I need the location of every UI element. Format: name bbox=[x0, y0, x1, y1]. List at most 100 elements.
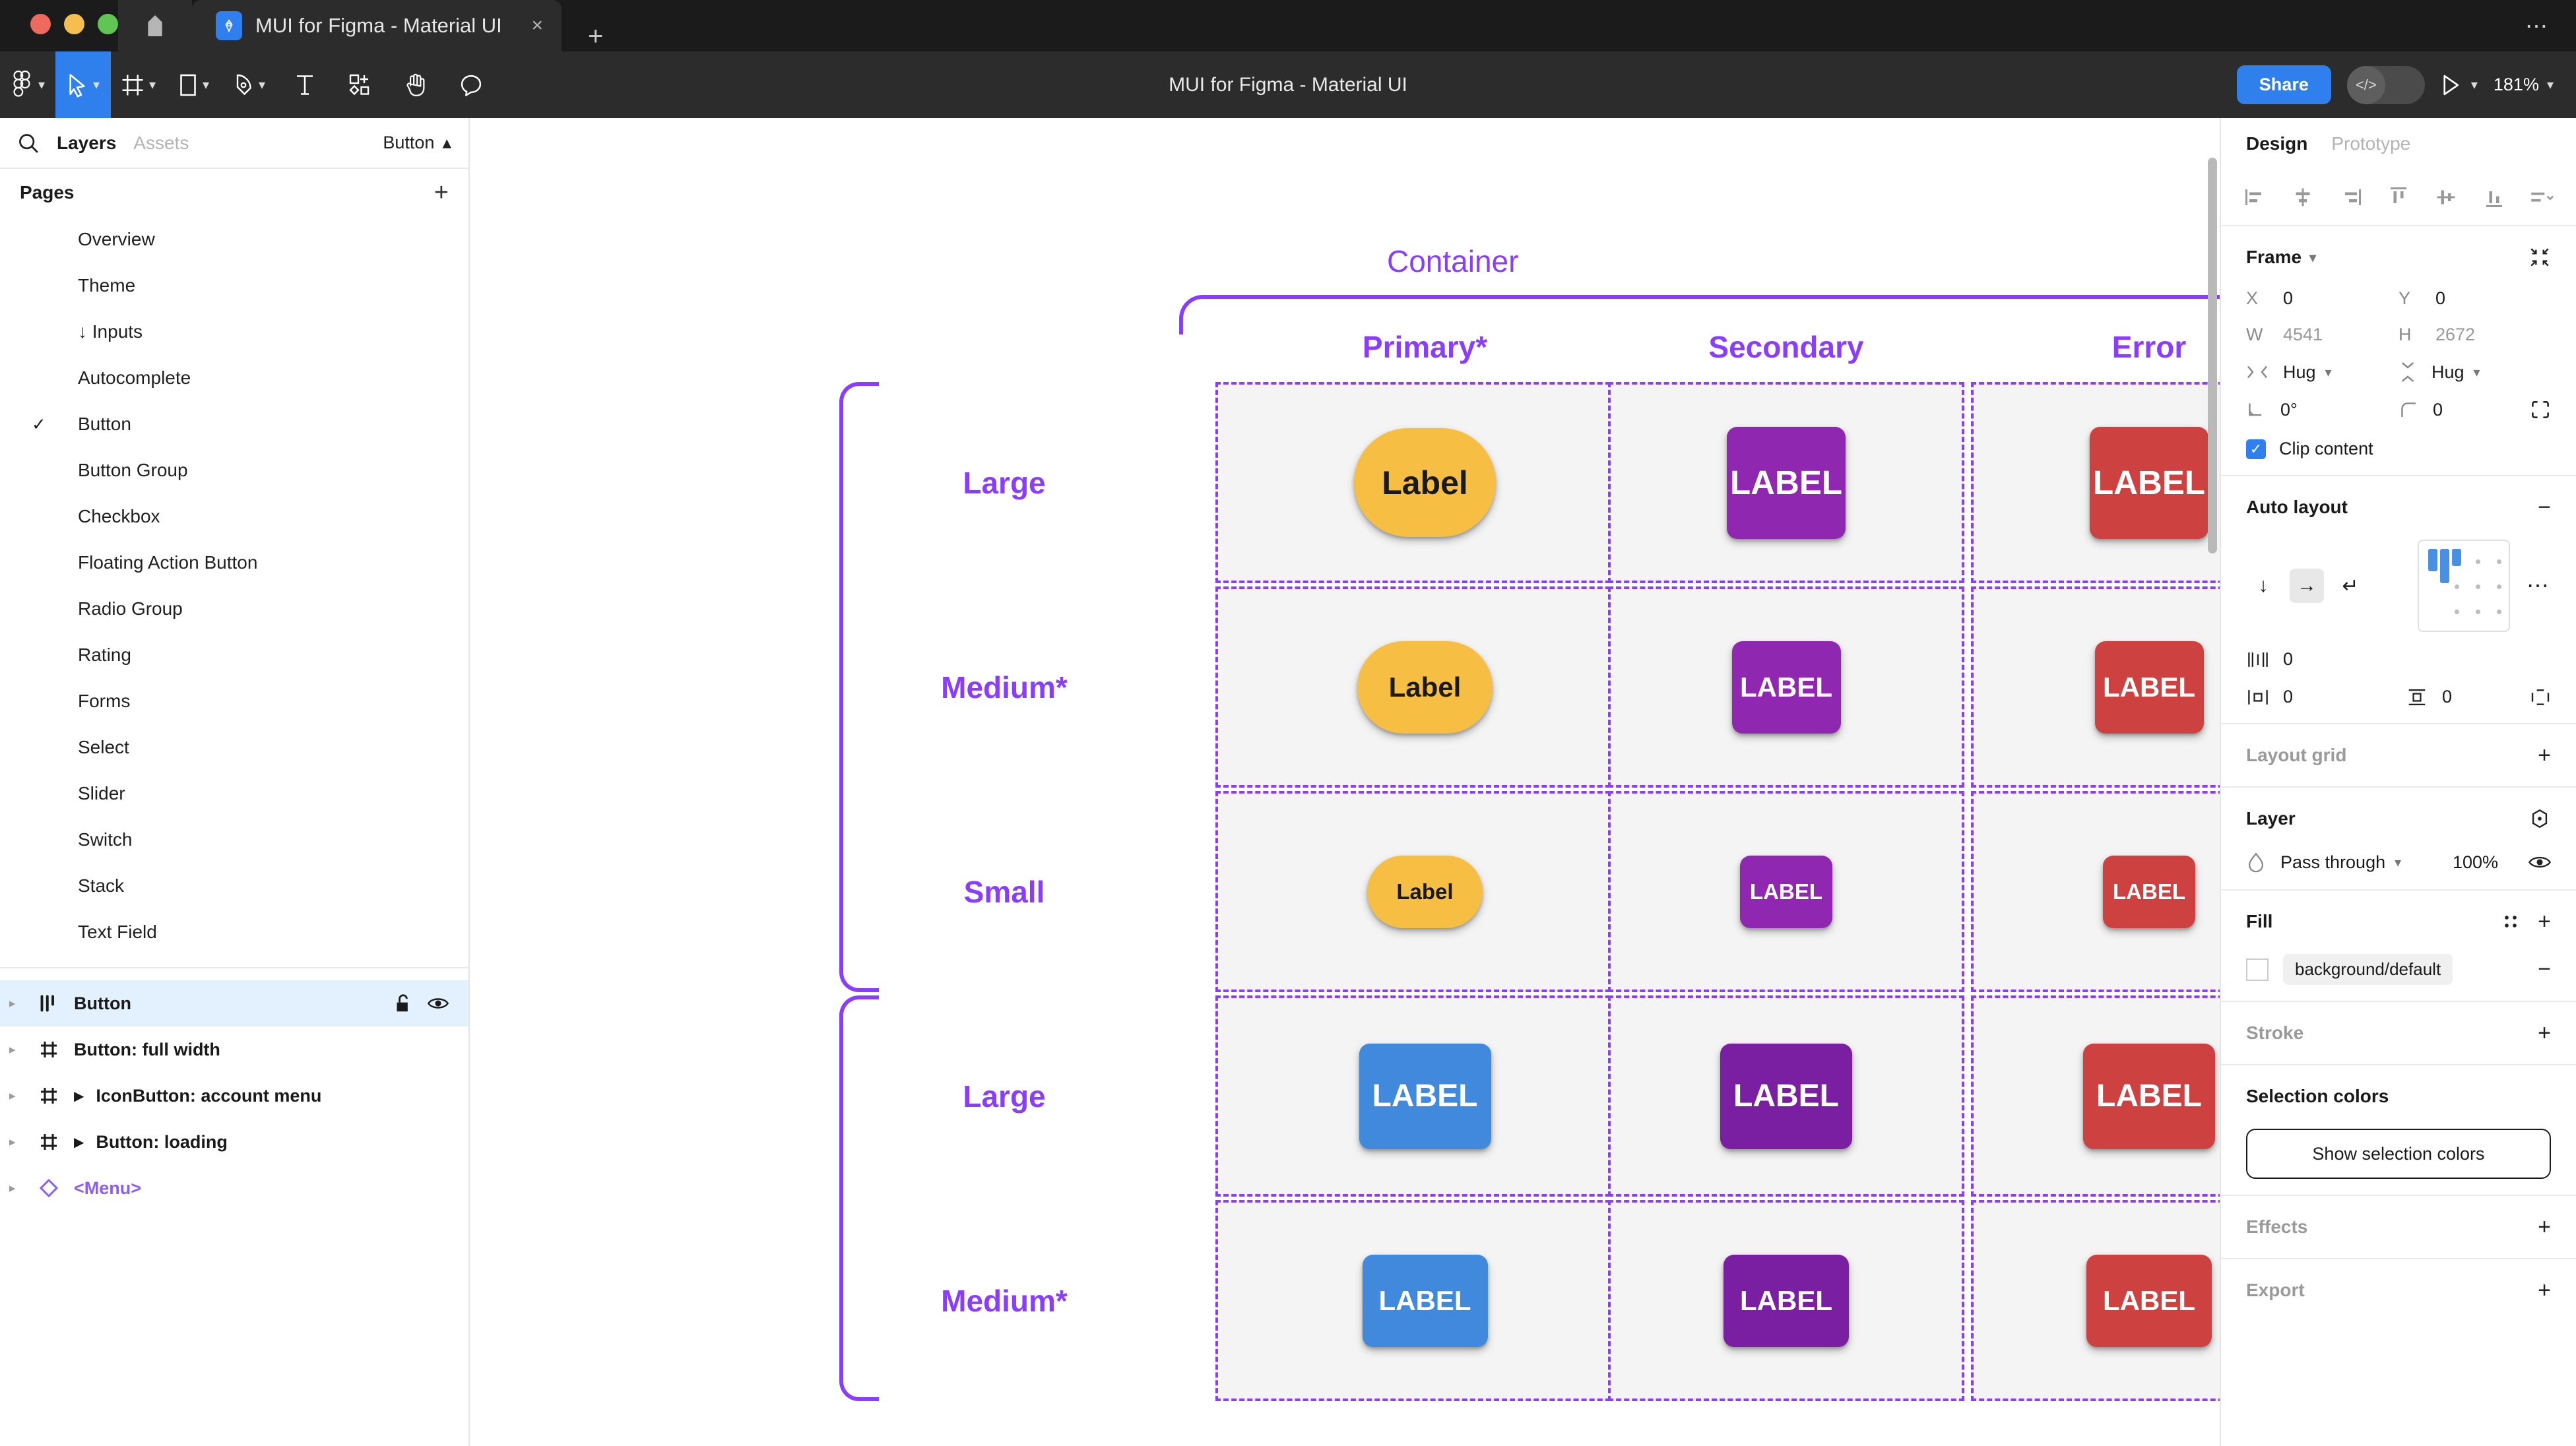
container-frame-label[interactable]: Container bbox=[1387, 244, 1519, 278]
share-button[interactable]: Share bbox=[2236, 65, 2331, 104]
page-item[interactable]: Floating Action Button bbox=[0, 540, 468, 586]
page-item[interactable]: ↓ Inputs bbox=[0, 309, 468, 355]
vertical-resizing-field[interactable]: Hug ▾ bbox=[2399, 361, 2551, 383]
fill-style-name[interactable]: background/default bbox=[2283, 954, 2453, 985]
page-item[interactable]: Checkbox bbox=[0, 493, 468, 540]
chevron-down-icon[interactable]: ▾ bbox=[2309, 250, 2317, 265]
grid-cell[interactable]: LABEL bbox=[1608, 791, 1964, 992]
move-tool-button[interactable]: ▾ bbox=[55, 51, 111, 118]
mui-button[interactable]: LABEL bbox=[2094, 641, 2204, 734]
horizontal-resizing-field[interactable]: Hug ▾ bbox=[2246, 362, 2399, 383]
width-field[interactable]: W 4541 bbox=[2246, 325, 2399, 345]
search-icon[interactable] bbox=[17, 132, 40, 154]
mui-button[interactable]: LABEL bbox=[1723, 1254, 1849, 1347]
mui-button[interactable]: LABEL bbox=[1727, 426, 1846, 539]
tab-assets[interactable]: Assets bbox=[133, 132, 189, 153]
comment-tool-button[interactable] bbox=[443, 51, 499, 118]
layer-row[interactable]: ▸▶IconButton: account menu bbox=[0, 1073, 468, 1119]
canvas-scrollbar[interactable] bbox=[2208, 158, 2217, 553]
page-item[interactable]: Rating bbox=[0, 632, 468, 678]
mui-button[interactable]: LABEL bbox=[1362, 1254, 1488, 1347]
add-page-button[interactable]: + bbox=[434, 178, 449, 206]
text-tool-button[interactable] bbox=[277, 51, 333, 118]
close-tab-button[interactable]: × bbox=[531, 15, 543, 36]
rotation-field[interactable]: 0° bbox=[2246, 400, 2399, 420]
figma-menu-button[interactable]: ▾ bbox=[0, 51, 55, 118]
x-field[interactable]: X 0 bbox=[2246, 288, 2399, 309]
grid-cell[interactable]: LABEL bbox=[1608, 382, 1964, 583]
home-button[interactable] bbox=[118, 0, 192, 51]
fill-color-swatch[interactable] bbox=[2246, 958, 2269, 981]
new-tab-button[interactable]: + bbox=[588, 22, 604, 51]
direction-wrap-icon[interactable]: ↵ bbox=[2342, 575, 2359, 597]
align-horizontal-center-icon[interactable] bbox=[2286, 180, 2320, 214]
page-item[interactable]: ✓Button bbox=[0, 401, 468, 447]
resources-button[interactable] bbox=[333, 51, 388, 118]
remove-auto-layout-button[interactable]: − bbox=[2538, 494, 2551, 520]
align-top-icon[interactable] bbox=[2381, 180, 2416, 214]
layer-row[interactable]: ▸▶Button: loading bbox=[0, 1119, 468, 1165]
page-selector[interactable]: Button ▴ bbox=[383, 133, 451, 153]
direction-horizontal-icon[interactable]: → bbox=[2290, 569, 2324, 603]
clip-content-checkbox[interactable]: ✓ bbox=[2246, 439, 2266, 459]
minimize-window-button[interactable] bbox=[64, 14, 84, 34]
page-item[interactable]: Slider bbox=[0, 770, 468, 817]
close-window-button[interactable] bbox=[30, 14, 51, 34]
auto-layout-more-options-icon[interactable]: ⋯ bbox=[2527, 573, 2551, 598]
mui-button[interactable]: LABEL bbox=[1740, 855, 1832, 928]
add-fill-button[interactable]: + bbox=[2538, 908, 2551, 934]
clip-content-row[interactable]: ✓ Clip content bbox=[2246, 439, 2551, 459]
tab-layers[interactable]: Layers bbox=[57, 132, 117, 153]
layer-row[interactable]: ▸Button: full width bbox=[0, 1026, 468, 1073]
add-export-button[interactable]: + bbox=[2538, 1277, 2551, 1303]
show-selection-colors-button[interactable]: Show selection colors bbox=[2246, 1129, 2551, 1179]
design-canvas[interactable]: Container Primary*SecondaryErrorWarningL… bbox=[470, 118, 2220, 1446]
expand-layer-icon[interactable]: ▸ bbox=[9, 1088, 16, 1103]
mui-button[interactable]: LABEL bbox=[2083, 1043, 2215, 1149]
grid-cell[interactable]: LABEL bbox=[1971, 1200, 2220, 1401]
page-item[interactable]: Button Group bbox=[0, 447, 468, 493]
mui-button[interactable]: LABEL bbox=[2090, 426, 2208, 539]
horizontal-padding-field[interactable]: 0 bbox=[2246, 687, 2392, 707]
page-item[interactable]: Text Field bbox=[0, 909, 468, 955]
add-layout-grid-button[interactable]: + bbox=[2538, 742, 2551, 768]
expand-layer-icon[interactable]: ▸ bbox=[9, 1181, 16, 1195]
grid-cell[interactable]: LABEL bbox=[1971, 586, 2220, 788]
page-item[interactable]: Switch bbox=[0, 817, 468, 863]
grid-cell[interactable]: LABEL bbox=[1608, 995, 1964, 1197]
mui-button[interactable]: Label bbox=[1367, 855, 1483, 928]
vertical-padding-field[interactable]: 0 bbox=[2405, 687, 2551, 707]
grid-cell[interactable]: LABEL bbox=[1971, 995, 2220, 1197]
grid-cell[interactable]: Label bbox=[1215, 586, 1634, 788]
direction-vertical-icon[interactable]: ↓ bbox=[2258, 575, 2269, 596]
page-item[interactable]: Overview bbox=[0, 216, 468, 263]
eye-icon[interactable] bbox=[428, 995, 449, 1011]
expand-layer-icon[interactable]: ▸ bbox=[9, 1135, 16, 1149]
grid-cell[interactable]: LABEL bbox=[1215, 995, 1634, 1197]
independent-corners-button[interactable] bbox=[2530, 399, 2551, 420]
layer-row[interactable]: ▸<Menu> bbox=[0, 1165, 468, 1211]
grid-cell[interactable]: LABEL bbox=[1215, 1200, 1634, 1401]
grid-cell[interactable]: LABEL bbox=[1608, 586, 1964, 788]
remove-fill-button[interactable]: − bbox=[2538, 957, 2551, 982]
blend-mode-row[interactable]: Pass through ▾ 100% bbox=[2246, 851, 2551, 873]
resize-to-fit-button[interactable] bbox=[2528, 246, 2551, 268]
page-item[interactable]: Theme bbox=[0, 263, 468, 309]
grid-cell[interactable]: LABEL bbox=[1608, 1200, 1964, 1401]
page-item[interactable]: Forms bbox=[0, 678, 468, 724]
tab-design[interactable]: Design bbox=[2246, 133, 2308, 154]
pen-tool-button[interactable]: ▾ bbox=[222, 51, 277, 118]
align-bottom-icon[interactable] bbox=[2477, 180, 2511, 214]
hand-tool-button[interactable] bbox=[388, 51, 443, 118]
grid-cell[interactable]: Label bbox=[1215, 382, 1634, 583]
page-item[interactable]: Select bbox=[0, 724, 468, 770]
grid-cell[interactable]: LABEL bbox=[1971, 791, 2220, 992]
browser-tab[interactable]: MUI for Figma - Material UI × bbox=[192, 0, 562, 51]
opacity-value[interactable]: 100% bbox=[2452, 852, 2498, 872]
page-item[interactable]: Autocomplete bbox=[0, 355, 468, 401]
zoom-level-control[interactable]: 181% ▾ bbox=[2494, 75, 2554, 95]
mui-button[interactable]: Label bbox=[1357, 641, 1493, 734]
individual-padding-button[interactable] bbox=[2530, 687, 2551, 707]
add-stroke-button[interactable]: + bbox=[2538, 1020, 2551, 1046]
expand-layer-icon[interactable]: ▸ bbox=[9, 1042, 16, 1057]
